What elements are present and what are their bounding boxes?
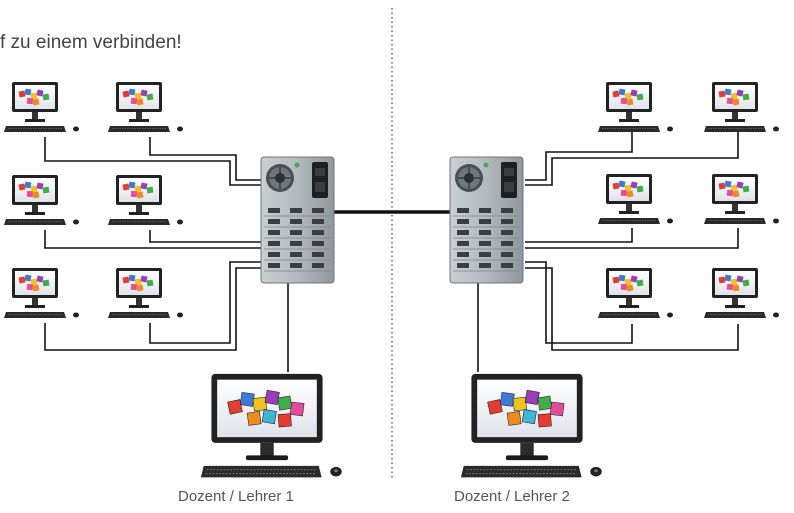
caption-teacher-2: Dozent / Lehrer 2 (454, 488, 570, 505)
cable-right-r3-b (525, 267, 739, 351)
cables (44, 128, 739, 372)
cable-right-r1-b (525, 128, 739, 186)
cable-left-r3-a (44, 267, 262, 351)
cable-right-r2-b (525, 228, 739, 249)
cable-left-r3-b (149, 261, 262, 344)
pc-left-r2-b (107, 174, 184, 226)
pc-teacher-1 (200, 373, 343, 478)
pc-right-r1-b (703, 81, 780, 133)
cable-right-r3-a (525, 261, 633, 344)
pc-left-r3-b (107, 267, 184, 319)
cable-left-r2-b (149, 230, 262, 243)
cable-left-r1-a (44, 137, 262, 186)
pc-left-r1-b (107, 81, 184, 133)
pc-right-r1-a (597, 81, 674, 133)
pc-left-r3-a (3, 267, 80, 319)
pc-left-r1-a (3, 81, 80, 133)
switch-right (449, 156, 524, 284)
caption-teacher-1: Dozent / Lehrer 1 (178, 488, 294, 505)
pc-right-r2-a (597, 173, 674, 225)
pc-teacher-2 (460, 373, 603, 478)
switch-left (260, 156, 335, 284)
pc-right-r3-b (703, 267, 780, 319)
cable-left-r1-b (149, 137, 262, 181)
cable-left-r2-a (44, 230, 262, 249)
cable-right-r2-a (525, 228, 633, 243)
pc-right-r2-b (703, 173, 780, 225)
page-heading: f zu einem verbinden! (0, 32, 182, 53)
cable-right-r1-a (525, 128, 633, 181)
pc-right-r3-a (597, 267, 674, 319)
pc-left-r2-a (3, 174, 80, 226)
